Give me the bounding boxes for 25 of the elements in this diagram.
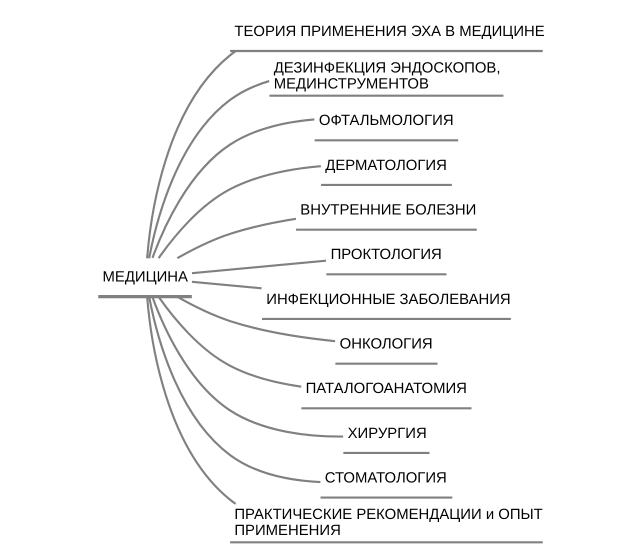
connector xyxy=(146,50,236,258)
connector xyxy=(157,165,320,259)
node-text: СТОМАТОЛОГИЯ xyxy=(324,470,446,486)
node-text: МЕДИЦИНА xyxy=(102,269,188,286)
connector xyxy=(151,118,314,258)
connector xyxy=(176,218,296,260)
node-text: ДЕРМАТОЛОГИЯ xyxy=(324,158,446,174)
connector xyxy=(176,296,335,342)
node-text: ТЕОРИЯ ПРИМЕНЕНИЯ ЭХА В МЕДИЦИНЕ xyxy=(234,24,544,40)
connector xyxy=(148,296,320,484)
connector xyxy=(151,296,343,438)
node-text: ПРОКТОЛОГИЯ xyxy=(330,247,442,264)
node-text: ДЕЗИНФЕКЦИЯ ЭНДОСКОПОВ, МЕДИНСТРУМЕНТОВ xyxy=(273,60,500,92)
node-text: ОНКОЛОГИЯ xyxy=(339,336,432,352)
node-text: ПАТАЛОГОАНАТОМИЯ xyxy=(305,381,466,398)
node-text: ПРАКТИЧЕСКИЕ РЕКОМЕНДАЦИИ и ОПЫТ ПРИМЕНЕНИЯ xyxy=(234,507,542,540)
connector xyxy=(146,296,236,505)
connector xyxy=(191,260,326,274)
node-text: ХИРУРГИЯ xyxy=(347,426,426,442)
connector xyxy=(191,280,262,290)
connector xyxy=(157,296,301,388)
node-text: ОФТАЛЬМОЛОГИЯ xyxy=(318,113,454,130)
node-text: ИНФЕКЦИОННЫЕ ЗАБОЛЕВАНИЯ xyxy=(266,292,510,308)
connector xyxy=(148,80,269,258)
node-text: ВНУТРЕННИЕ БОЛЕЗНИ xyxy=(300,202,476,218)
